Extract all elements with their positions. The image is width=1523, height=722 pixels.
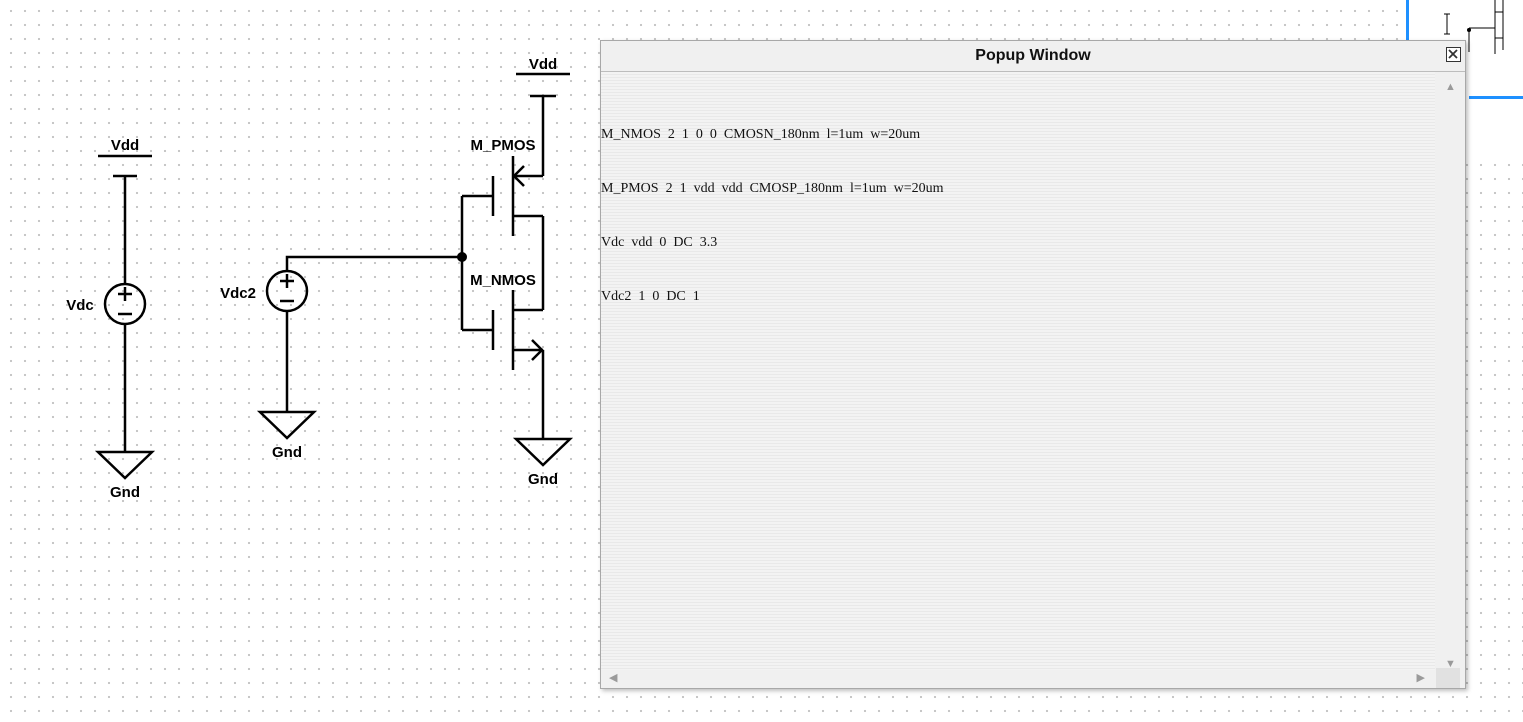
vdc2-source[interactable]: Vdc2 (220, 269, 309, 313)
vdc2-label: Vdc2 (220, 285, 256, 302)
vdc-label: Vdc (66, 297, 94, 314)
scrollbar-corner (1436, 668, 1460, 688)
scroll-right-arrow-icon[interactable]: ▶ (1416, 672, 1425, 684)
horizontal-scrollbar[interactable]: ◀ ▶ (601, 670, 1435, 688)
minimap-viewport-indicator[interactable] (1469, 96, 1523, 99)
nmos-label: M_NMOS (470, 272, 536, 289)
netlist-line: M_NMOS 2 1 0 0 CMOSN_180nm l=1um w=20um (601, 127, 921, 142)
netlist-text-area[interactable]: M_NMOS 2 1 0 0 CMOSN_180nm l=1um w=20um … (601, 72, 1435, 672)
netlist-text: M_NMOS 2 1 0 0 CMOSN_180nm l=1um w=20um … (601, 90, 944, 342)
vdd-symbol-right[interactable]: Vdd (516, 56, 570, 98)
nmos-transistor[interactable]: M_NMOS (462, 272, 544, 370)
popup-title: Popup Window (975, 47, 1091, 64)
vdd-label-right: Vdd (529, 56, 557, 73)
close-icon (1448, 49, 1458, 59)
vdd-label-left: Vdd (111, 137, 139, 154)
pmos-transistor[interactable]: M_PMOS (462, 137, 543, 236)
popup-titlebar[interactable]: Popup Window (601, 41, 1465, 72)
schematic-canvas[interactable]: Vdd Vdc Gnd Vdc2 Gnd Vdd M (0, 0, 600, 722)
scroll-up-arrow-icon[interactable]: ▲ (1445, 81, 1456, 93)
close-button[interactable] (1446, 47, 1461, 62)
minimap-schematic-thumbnail (1444, 0, 1504, 54)
gnd-symbol-right[interactable]: Gnd (512, 437, 574, 488)
junction-dot (457, 252, 467, 262)
gnd-label-left: Gnd (110, 484, 140, 501)
netlist-line: Vdc2 1 0 DC 1 (601, 289, 700, 304)
pmos-label: M_PMOS (470, 137, 535, 154)
gnd-symbol-mid[interactable]: Gnd (256, 410, 318, 461)
scroll-down-arrow-icon[interactable]: ▼ (1445, 658, 1456, 670)
netlist-line: M_PMOS 2 1 vdd vdd CMOSP_180nm l=1um w=2… (601, 181, 944, 196)
vertical-scrollbar[interactable]: ▲ ▼ (1435, 72, 1465, 670)
vdd-symbol-left[interactable]: Vdd (98, 137, 152, 178)
gnd-symbol-left[interactable]: Gnd (94, 450, 156, 501)
vdc-source[interactable]: Vdc (66, 282, 147, 326)
scroll-left-arrow-icon[interactable]: ◀ (609, 672, 618, 684)
gnd-label-right: Gnd (528, 471, 558, 488)
gnd-label-mid: Gnd (272, 444, 302, 461)
netlist-line: Vdc vdd 0 DC 3.3 (601, 235, 718, 250)
popup-window[interactable]: Popup Window M_NMOS 2 1 0 0 CMOSN_180nm … (600, 40, 1466, 689)
